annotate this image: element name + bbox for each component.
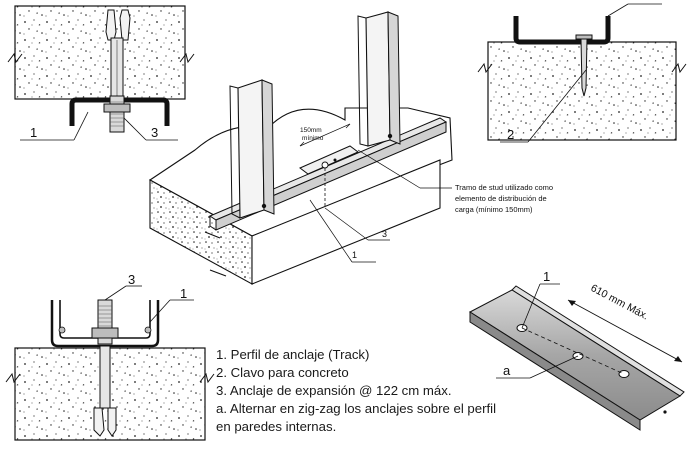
detail-top-right: 2 [477, 3, 687, 143]
callout-1: 1 [30, 125, 37, 140]
detail-bottom-left: 3 1 [5, 272, 215, 441]
note-line-2: elemento de distribución de [455, 194, 547, 203]
detail-track-spacing: 610 mm Máx. 1 a [469, 269, 685, 431]
legend: 1. Perfil de anclaje (Track) 2. Clavo pa… [216, 346, 596, 436]
callout-3-center: 3 [382, 229, 387, 239]
note-line-1: Tramo de stud utilizado como [455, 183, 553, 192]
note-line-3: carga (mínimo 150mm) [455, 205, 533, 214]
center-3d-view: 150mm mínimo Tramo de stud utilizado com… [148, 11, 553, 285]
callout-1-track: 1 [543, 269, 550, 284]
callout-1-bottom: 1 [180, 286, 187, 301]
legend-item-4-line-1: a. Alternar en zig-zag los anclajes sobr… [216, 401, 497, 416]
callout-3-bottom: 3 [128, 272, 135, 287]
callout-a-track: a [503, 363, 511, 378]
dimension-minimo: mínimo [302, 135, 324, 142]
callout-1-center: 1 [352, 250, 357, 260]
legend-item-2: 2. Clavo para concreto [216, 365, 349, 380]
legend-item-3: 3. Anclaje de expansión @ 122 cm máx. [216, 383, 452, 398]
callout-2: 2 [507, 127, 514, 142]
callout-3: 3 [151, 125, 158, 140]
dimension-150mm: 150mm [300, 127, 322, 134]
legend-item-4-line-2: en paredes internas. [216, 419, 337, 434]
legend-item-1: 1. Perfil de anclaje (Track) [216, 347, 370, 362]
detail-top-left: 1 3 [7, 5, 195, 141]
